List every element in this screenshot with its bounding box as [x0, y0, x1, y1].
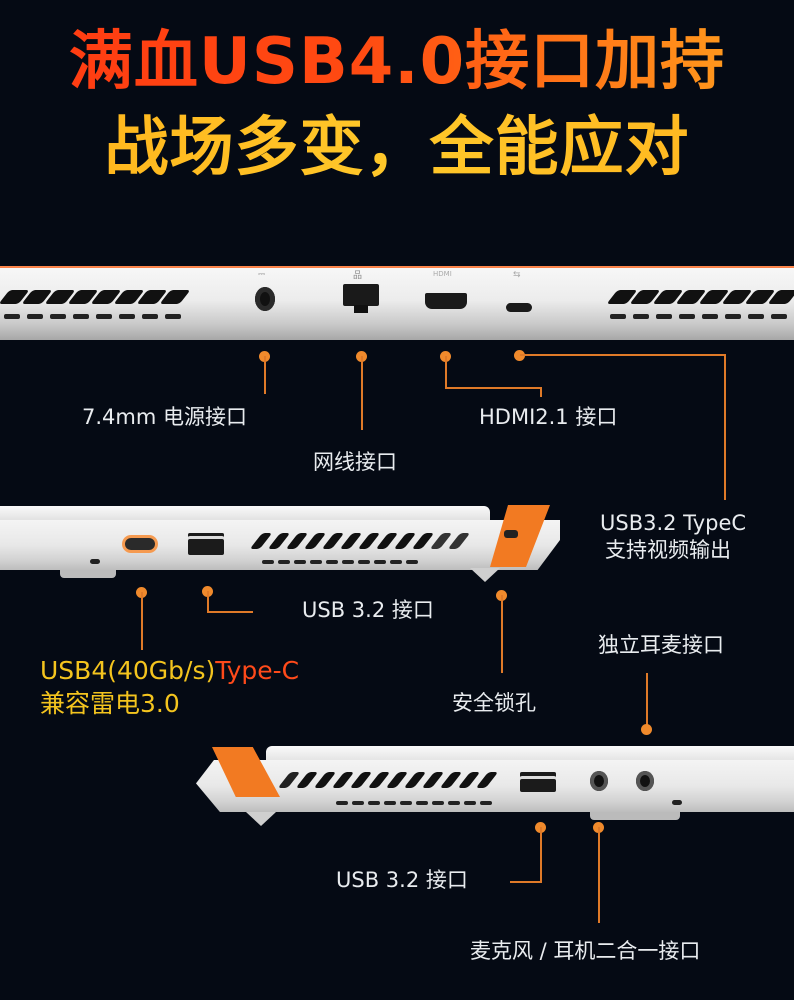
usb4-typec-port: [125, 538, 155, 550]
ethernet-port: [343, 284, 379, 306]
ethernet-port-label: 网线接口: [313, 450, 397, 474]
headphone-jack: [590, 771, 608, 791]
lock-label: 安全锁孔: [452, 691, 536, 715]
combo-audio-label: 麦克风 / 耳机二合一接口: [470, 939, 701, 963]
right-side-lid: [266, 746, 794, 762]
hdmi-port-glyph: HDMI: [433, 270, 452, 278]
power-port: [255, 287, 275, 311]
usb-c-port-glyph: ⇆: [513, 270, 521, 280]
usb4-label-line-2: 兼容雷电3.0: [40, 689, 180, 718]
usb-a-port: [188, 533, 224, 555]
security-lock-slot: [504, 530, 518, 538]
hdmi-port: [425, 293, 467, 309]
back-chassis: [0, 268, 794, 340]
right-usb32-label: USB 3.2 接口: [336, 868, 468, 892]
headline-line-1: 满血USB4.0接口加持: [0, 22, 794, 102]
ethernet-port-glyph: 品: [353, 271, 363, 281]
right-usb-a-port: [520, 772, 556, 792]
usb4-label-line-1: USB4(40Gb/s)Type-C: [40, 656, 300, 685]
left-usb32-label: USB 3.2 接口: [302, 598, 434, 622]
typec-marker-dot: [514, 350, 525, 361]
usb-c-port: [506, 303, 532, 312]
microphone-jack: [636, 771, 654, 791]
headline-line-2: 战场多变，全能应对: [0, 108, 794, 188]
left-side-lid: [0, 506, 490, 520]
power-port-label: 7.4mm 电源接口: [82, 405, 247, 429]
power-port-glyph: ⎓: [258, 270, 266, 280]
hdmi-port-label: HDMI2.1 接口: [479, 405, 618, 429]
typec-label-line-2: 支持视频输出: [605, 538, 731, 562]
audio-jack-marker-dot: [641, 724, 652, 735]
typec-label-line-1: USB3.2 TypeC: [600, 511, 747, 535]
right-side-chassis: [196, 760, 794, 812]
audio-jack-label: 独立耳麦接口: [598, 633, 724, 657]
